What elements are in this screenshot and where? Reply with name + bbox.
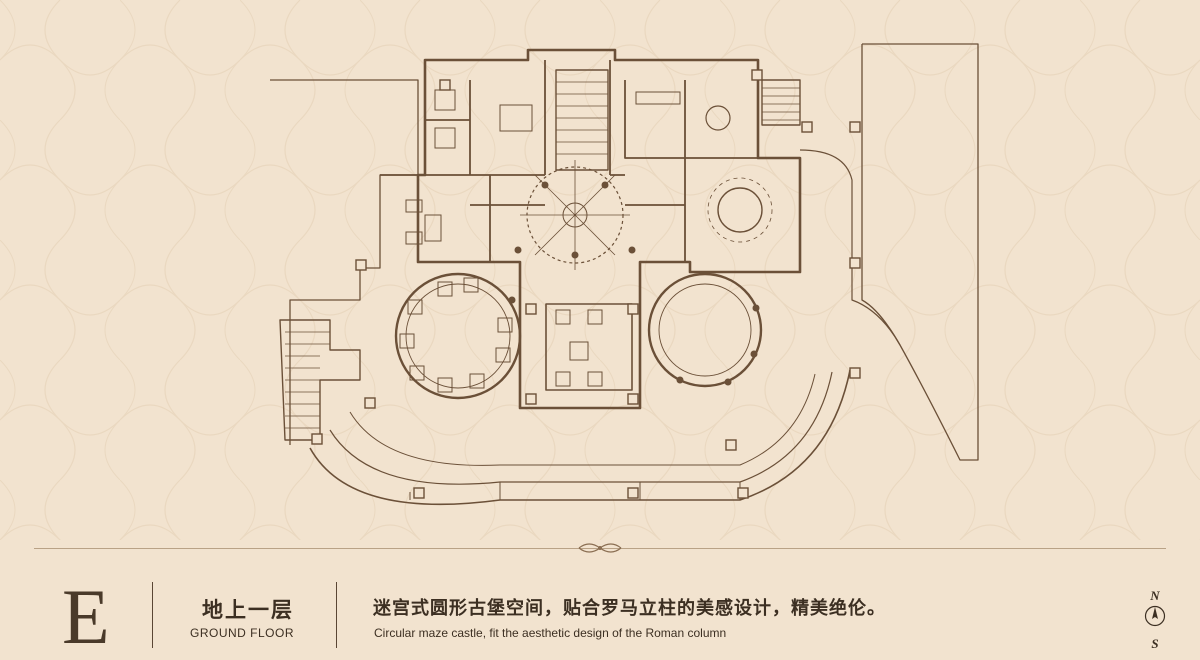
description-en: Circular maze castle, fit the aesthetic … (374, 626, 727, 640)
separator (152, 582, 153, 648)
west-stair (279, 319, 361, 441)
interior-walls (380, 60, 758, 262)
lobby-columns (508, 181, 760, 386)
section-letter: E (62, 573, 110, 660)
furniture (399, 89, 681, 393)
ornament-icon (578, 543, 622, 553)
central-stair (555, 69, 609, 171)
terrace-outline (270, 79, 419, 445)
dining-table (717, 187, 763, 233)
right-terrace-outline (861, 43, 979, 461)
house-shell (416, 48, 802, 410)
compass-north: N (1150, 588, 1160, 603)
compass-south: S (1151, 636, 1159, 651)
central-room (545, 303, 633, 391)
compass-icon (1144, 605, 1166, 627)
floor-title-cn: 地上一层 (202, 598, 294, 622)
east-stair (761, 79, 801, 126)
garden-path (799, 149, 901, 346)
separator (336, 582, 337, 648)
floor-plan (270, 43, 979, 506)
floor-title-en: GROUND FLOOR (190, 626, 295, 640)
west-tower (394, 272, 522, 400)
roman-columns (311, 69, 861, 499)
breakfast-table (705, 105, 731, 131)
description-cn: 迷宫式圆形古堡空间，贴合罗马立柱的美感设计，精美绝伦。 (373, 598, 886, 619)
east-tower (647, 272, 763, 388)
compass: N S (1140, 588, 1170, 654)
